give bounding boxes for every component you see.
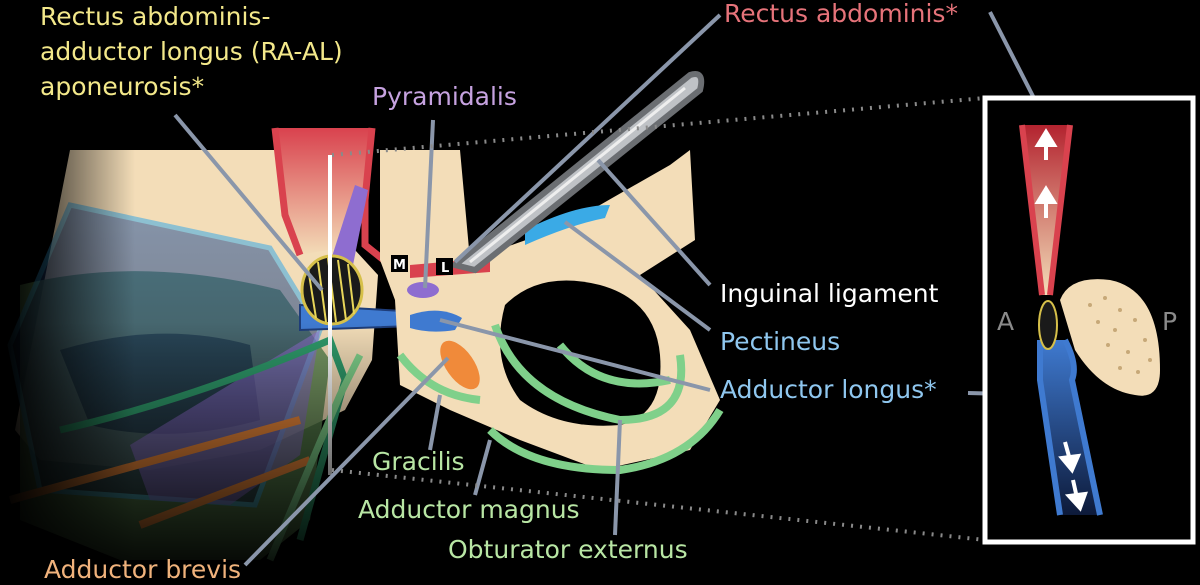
leader-ra-al	[173, 113, 324, 292]
left-thigh-region	[0, 0, 444, 585]
gracilis-muscle	[396, 352, 481, 404]
obturator-externus-muscle	[491, 323, 686, 425]
labels: Rectus abdominis- adductor longus (RA-AL…	[40, 0, 958, 584]
right-pyramidalis	[407, 282, 439, 298]
inset-aponeurosis	[1038, 300, 1058, 350]
forceps-instrument	[448, 71, 705, 274]
lateral-marker-box	[436, 258, 453, 275]
inset-anterior-label: A	[997, 307, 1014, 336]
right-pelvis-region: M L	[380, 71, 724, 475]
label-ra-al-2: adductor longus (RA-AL)	[40, 37, 343, 66]
label-ra-al-1: Rectus abdominis-	[40, 2, 270, 31]
label-adductor-brevis: Adductor brevis	[44, 555, 241, 584]
right-adductor-brevis	[440, 340, 480, 390]
leader-inguinal-ligament	[596, 158, 712, 287]
leader-adductor-brevis	[243, 356, 450, 567]
inset-pubic-bone	[1060, 279, 1160, 396]
label-ra-al-3: aponeurosis*	[40, 72, 204, 101]
label-inguinal-ligament: Inguinal ligament	[720, 279, 939, 308]
leader-pectineus	[563, 220, 712, 332]
label-adductor-longus: Adductor longus*	[720, 375, 937, 404]
lateral-marker: L	[441, 261, 449, 276]
inset-posterior-label: P	[1162, 307, 1177, 336]
leader-adductor-magnus	[473, 439, 492, 496]
right-adductor-longus	[410, 310, 462, 332]
label-adductor-magnus: Adductor magnus	[358, 495, 580, 524]
label-gracilis: Gracilis	[372, 447, 465, 476]
label-pectineus: Pectineus	[720, 327, 840, 356]
medial-marker: M	[393, 258, 406, 273]
label-pyramidalis: Pyramidalis	[372, 82, 517, 111]
leader-rectus-abdominis	[453, 13, 722, 264]
leader-gracilis	[428, 394, 442, 451]
label-obturator-externus: Obturator externus	[448, 535, 688, 564]
leader-obturator-externus	[613, 419, 622, 536]
zoom-lines	[331, 96, 986, 542]
adductor-magnus-muscle	[487, 407, 724, 475]
medial-marker-box	[391, 255, 408, 272]
leader-inset-rectus	[988, 11, 1042, 111]
inset-panel: A P	[982, 95, 1196, 545]
leader-adductor-longus	[439, 318, 711, 392]
inset-arrows	[1034, 128, 1088, 512]
label-rectus-abdominis: Rectus abdominis*	[724, 0, 958, 28]
